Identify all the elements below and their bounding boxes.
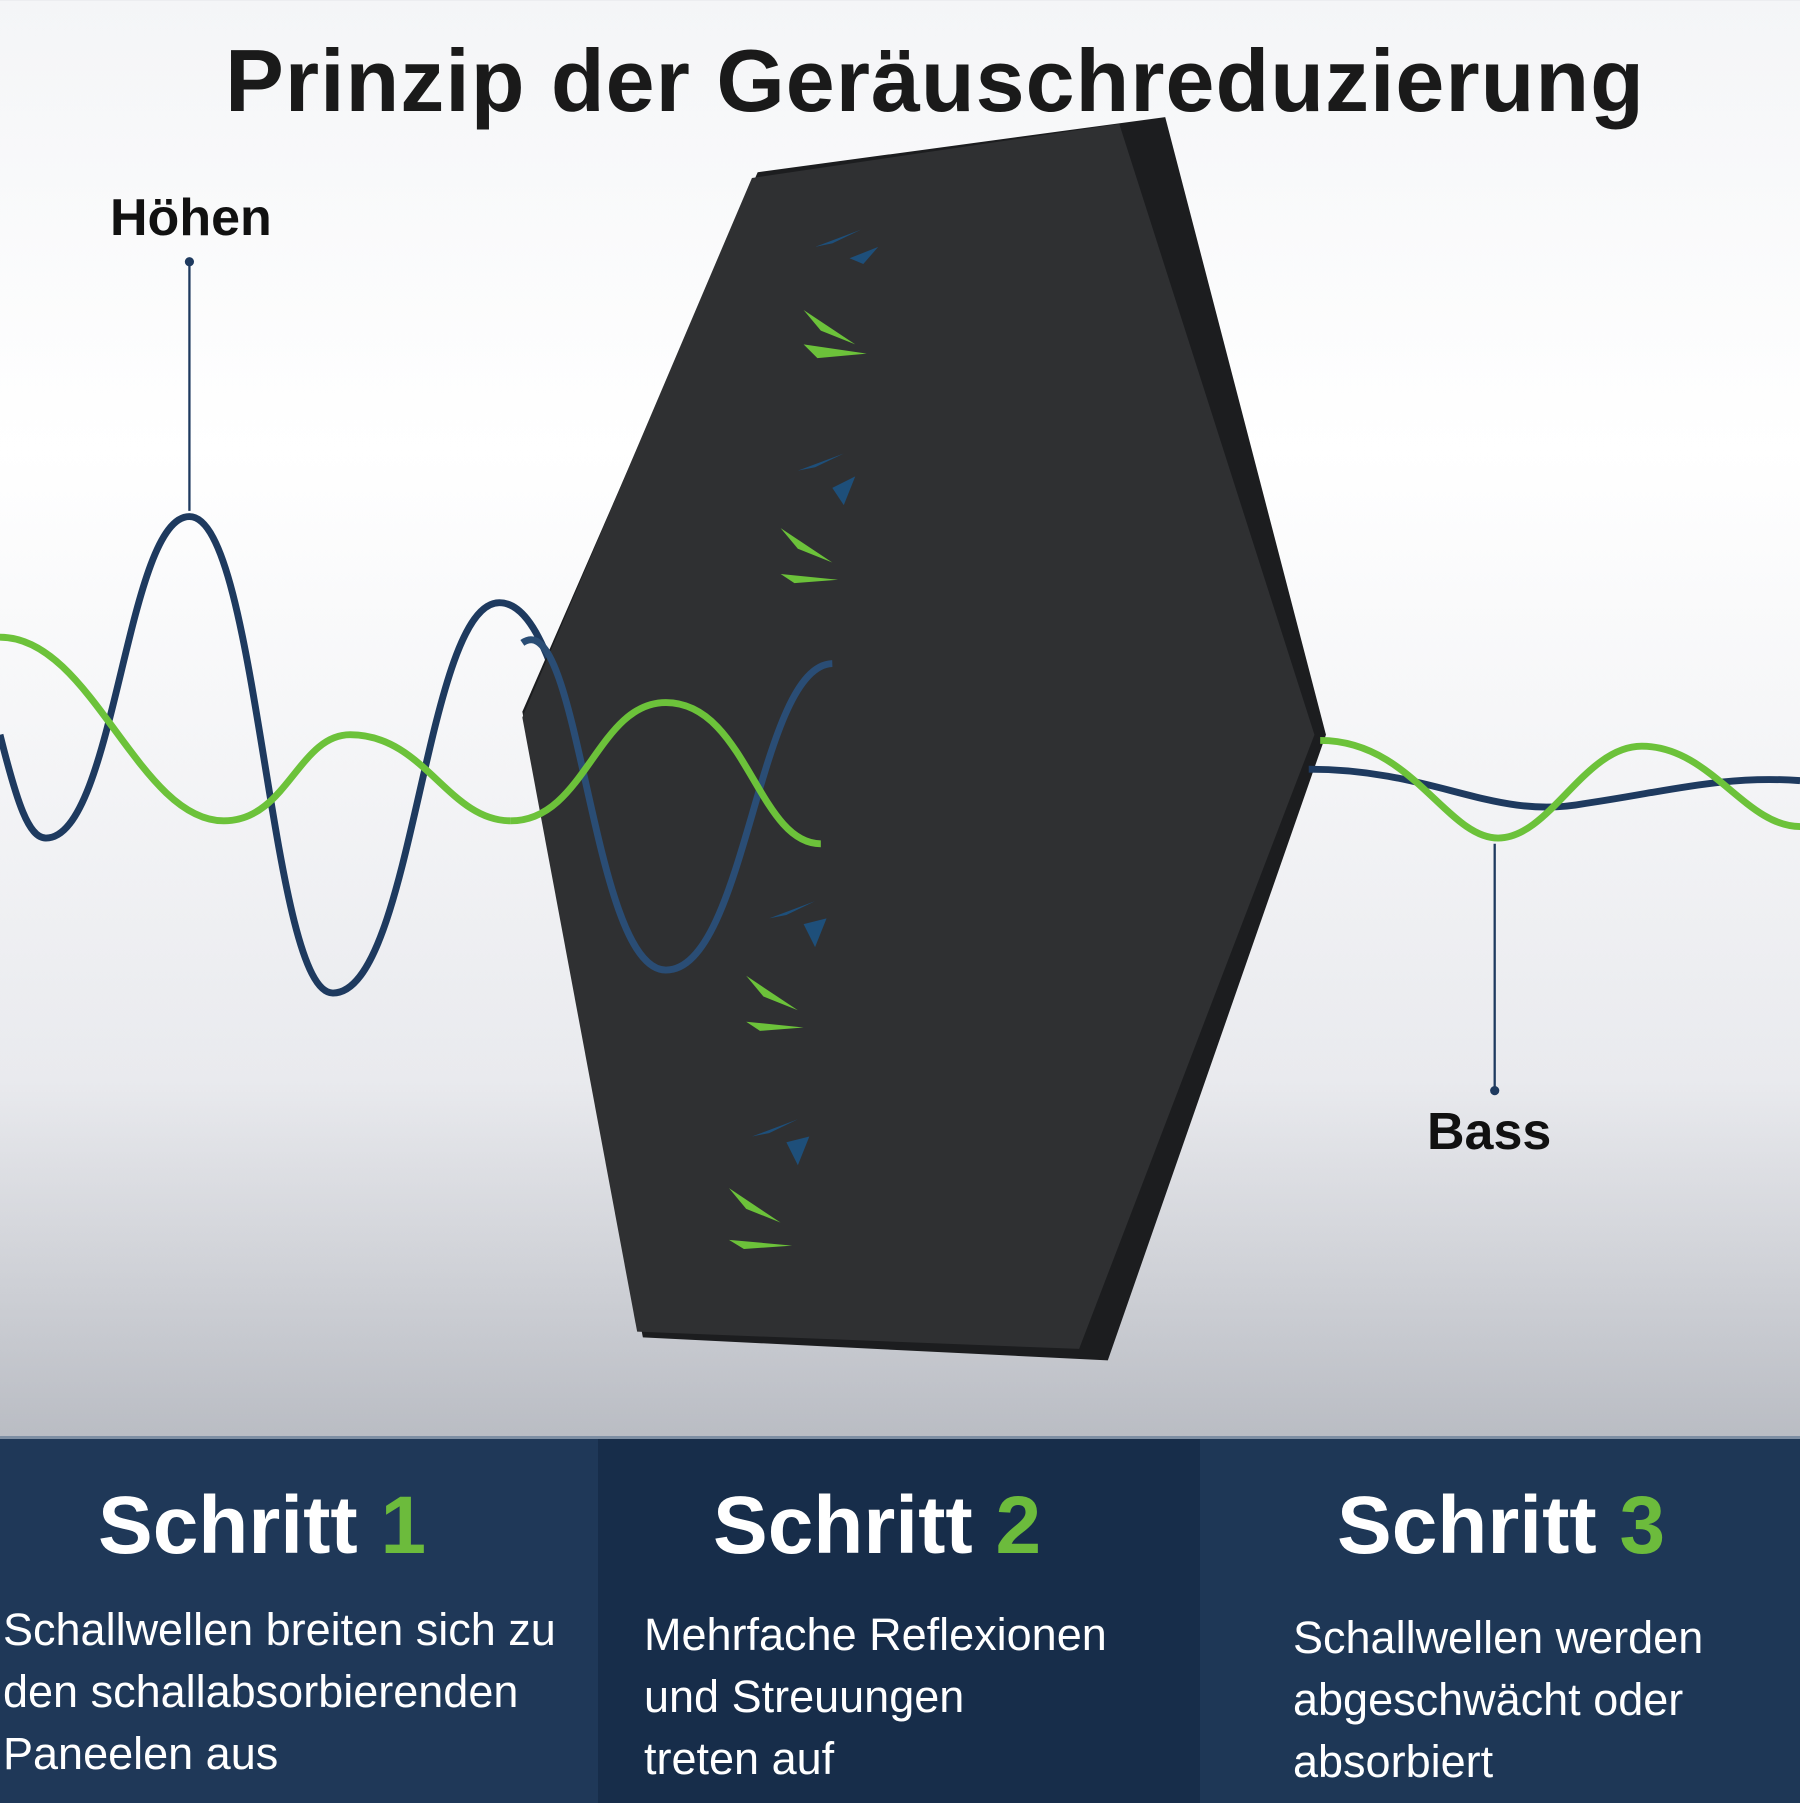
step-word: Schritt	[98, 1480, 358, 1571]
line: Paneelen aus	[3, 1728, 279, 1779]
step-number: 3	[1619, 1480, 1666, 1571]
step-word: Schritt	[1337, 1480, 1597, 1571]
line: den schallabsorbierenden	[3, 1666, 519, 1717]
step-description: Schallwellen werden abgeschwächt oder abso…	[1293, 1607, 1703, 1793]
step-3: Schritt 3 Schallwellen werden abgeschwäch…	[1200, 1439, 1800, 1803]
step-heading: Schritt 3	[1337, 1479, 1665, 1573]
step-number: 2	[995, 1480, 1042, 1571]
green-wave-through-panel	[510, 699, 822, 848]
line: Mehrfache Reflexionen	[644, 1609, 1107, 1660]
acoustic-panel	[522, 123, 1315, 1349]
green-wave-right	[1320, 737, 1800, 842]
line: Schallwellen breiten sich zu	[3, 1604, 556, 1655]
step-description: Mehrfache Reflexionen und Streuungen trete…	[644, 1604, 1107, 1790]
blue-wave-through-panel	[520, 636, 833, 974]
step-number: 1	[380, 1480, 427, 1571]
green-wave-left	[0, 633, 511, 825]
step-heading: Schritt 2	[713, 1479, 1041, 1573]
step-1: Schritt 1 Schallwellen breiten sich zu de…	[0, 1439, 598, 1803]
step-word: Schritt	[713, 1480, 973, 1571]
label-bass: Bass	[1427, 1103, 1552, 1161]
line: absorbiert	[1293, 1736, 1494, 1787]
line: und Streuungen	[644, 1671, 965, 1722]
step-heading: Schritt 1	[98, 1479, 426, 1573]
step-description: Schallwellen breiten sich zu den schallab…	[3, 1599, 556, 1785]
line: Schallwellen werden	[1293, 1612, 1704, 1663]
line: abgeschwächt oder	[1293, 1674, 1684, 1725]
step-2: Schritt 2 Mehrfache Reflexionen und Streu…	[598, 1439, 1200, 1803]
steps-panel: Schritt 1 Schallwellen breiten sich zu de…	[0, 1436, 1800, 1803]
line: treten auf	[644, 1733, 835, 1784]
page-title: Prinzip der Geräuschreduzierung	[225, 31, 1645, 130]
label-hoehen: Höhen	[110, 189, 272, 247]
